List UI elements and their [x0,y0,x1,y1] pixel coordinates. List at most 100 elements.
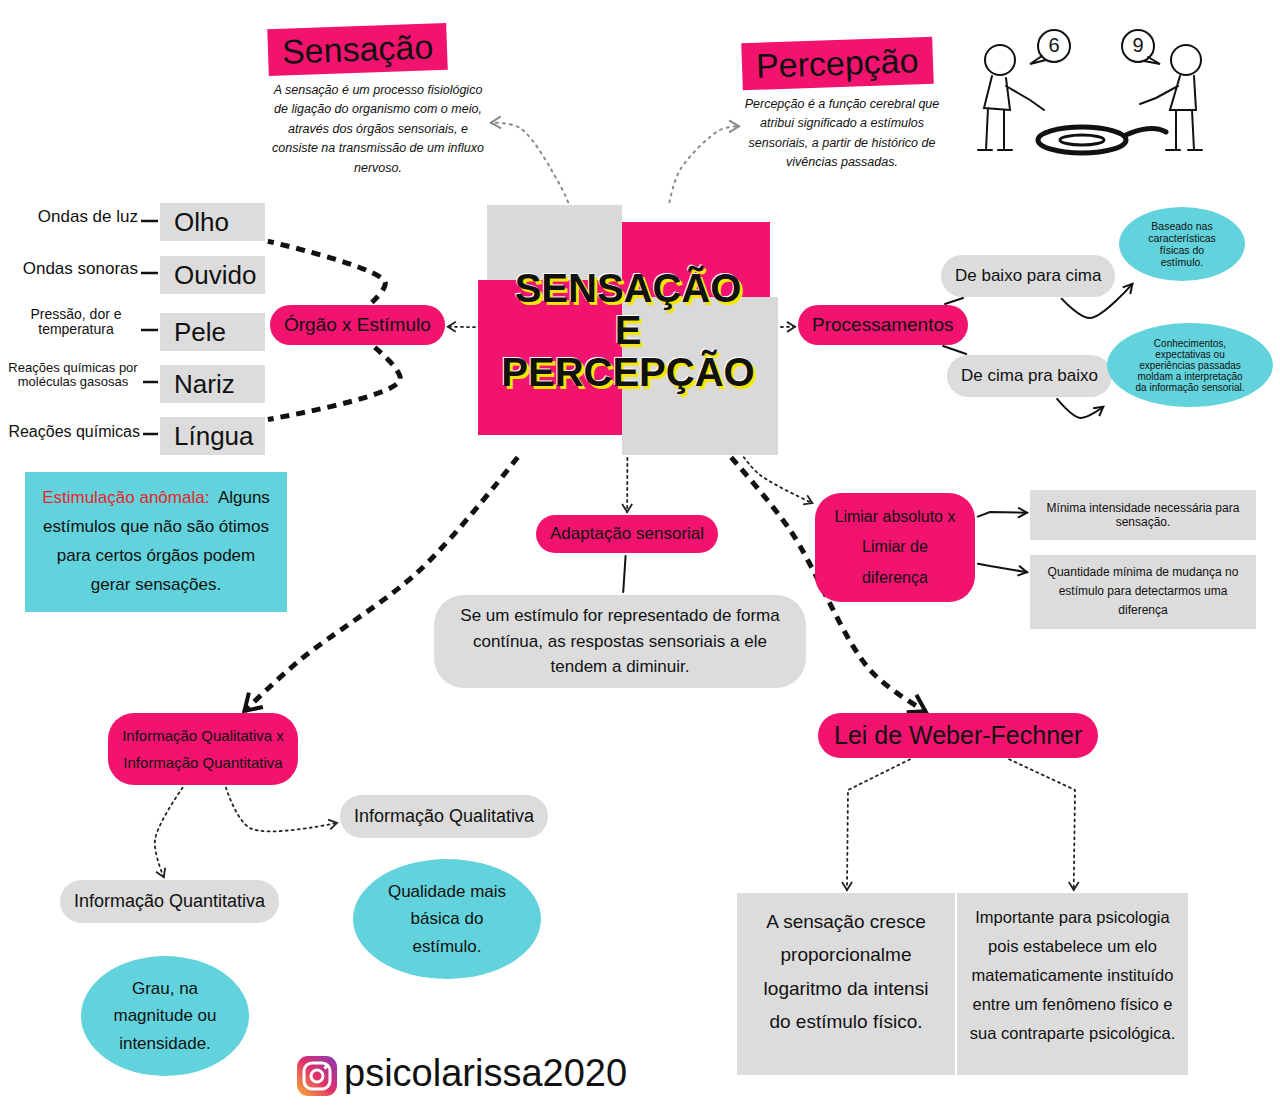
connector [847,759,910,890]
leader-line [143,433,158,436]
leader-line [141,220,158,223]
connector [1057,399,1103,418]
instagram-handle: psicolarissa2020 [344,1053,674,1095]
stimulus-label: Ondas de luz [18,208,138,227]
topic-pill: Órgão x Estímulo [270,305,445,345]
node-text: Quantidade mínima de mudança no estímulo… [1040,563,1246,621]
node-text: Conhecimentos, expectativas ou experiênc… [1133,338,1247,393]
node-text: Informação Quantitativa [74,891,265,912]
bubble-number: 9 [1124,34,1152,56]
icon-dot [324,1066,328,1070]
connector [1009,759,1075,890]
heading-with-note: SensaçãoA sensação é um processo fisioló… [268,26,488,178]
note-pill: Se um estímulo for representado de forma… [434,595,806,688]
bubble-tail [1144,57,1160,64]
node-text: Mínima intensidade necessária para sensa… [1040,501,1246,529]
center-collage [478,205,778,455]
node-text: De cima pra baixo [961,366,1098,386]
node-text: SENSAÇÃO E PERCEPÇÃO [499,267,757,393]
stimulus-label: Reações químicas [6,423,140,441]
speech-bubble [1038,30,1070,62]
six-or-nine-illustration [978,30,1202,153]
person-body [978,76,1044,150]
note-ellipse: Grau, na magnitude ou intensidade. [80,955,250,1077]
node-text: Estimulação anômala: [42,488,209,507]
organ-box: Pele [160,313,265,351]
node-text: Língua [160,418,265,454]
node-text: Sensação [267,23,448,76]
stimulus-label: Pressão, dor e temperatura [15,307,137,338]
topic-pill: Processamentos [798,305,968,345]
topic-pill: Lei de Weber-Fechner [818,713,1098,758]
topic-pill: Informação Qualitativa x Informação Quan… [108,713,298,785]
icon-frame [297,1056,337,1096]
node-text: Percepção [741,37,933,91]
connector [945,298,963,304]
floor-digit-inner [1060,135,1104,145]
ellipse-shape [1107,323,1273,407]
topic-pill: Adaptação sensorial [536,515,718,553]
node-text: Processamentos [812,314,954,336]
node-text: Ouvido [160,257,265,293]
connector [781,326,795,328]
explanation-box: Importante para psicologia pois estabele… [957,893,1188,1075]
connector [268,241,385,302]
sub-topic-pill: Informação Quantitativa [60,880,279,923]
connector [670,126,740,202]
sub-topic-pill: Informação Qualitativa [340,795,548,838]
floor-digit [1038,127,1126,153]
connector [448,326,475,328]
node-text: Lei de Weber-Fechner [834,721,1082,750]
node-text: Órgão x Estímulo [284,314,431,336]
ellipse-shape [81,956,249,1076]
connector [491,123,568,203]
node-text: Pele [160,314,265,350]
node-text: Qualidade mais básica do estímulo. [383,878,512,960]
node-text: A sensação cresce proporcionalme logarit… [751,905,941,1038]
node-text: Adaptação sensorial [550,524,704,544]
sub-topic-pill: De cima pra baixo [947,355,1112,397]
note-ellipse: Baseado nas características físicas do e… [1118,206,1246,282]
connector [978,564,1027,573]
person-head [985,45,1015,75]
connector [268,347,400,419]
organ-box: Língua [160,417,265,455]
connector [626,458,628,512]
ellipse-shape [1119,207,1245,281]
stimulus-label: Ondas sonoras [12,260,138,279]
bubble-tail [1030,56,1046,64]
node-text: Informação Qualitativa [354,806,534,827]
leader-line [141,272,158,275]
heading-with-note: PercepçãoPercepção é a função cerebral q… [742,40,942,173]
node-text: De baixo para cima [955,266,1101,286]
node-text: Informação Qualitativa x Informação Quan… [122,722,284,776]
person-body [1140,76,1202,150]
ellipse-shape [353,859,541,979]
organ-box: Nariz [160,365,265,403]
floor-digit-tail [1124,129,1166,136]
node-body-text: A sensação é um processo fisiológico de … [268,81,488,178]
instagram-icon [297,1056,337,1096]
sub-topic-pill: De baixo para cima [941,255,1115,297]
bubble-number: 6 [1040,34,1068,56]
connector [943,346,966,354]
central-topic: SENSAÇÃO E PERCEPÇÃO [478,205,778,455]
person-head [1171,45,1201,75]
connector [623,556,625,592]
node-text: Se um estímulo for representado de forma… [452,603,788,680]
note-ellipse: Conhecimentos, expectativas ou experiênc… [1106,322,1274,408]
leader-line [141,329,158,332]
leader-line [143,381,158,384]
note-box: Estimulação anômala:Alguns estímulos que… [25,472,287,612]
node-body-text: Percepção é a função cerebral que atribu… [742,95,942,173]
stimulus-label: Reações químicas por moléculas gasosas [4,361,142,390]
connector [978,512,1027,517]
node-text: Grau, na magnitude ou intensidade. [107,975,223,1057]
node-text: Importante para psicologia pois estabele… [969,903,1176,1047]
leader-dashes [141,221,158,434]
connector [155,788,183,877]
definition-box: Quantidade mínima de mudança no estímulo… [1030,555,1256,629]
node-text: Nariz [160,366,265,402]
icon-inner [304,1063,330,1089]
